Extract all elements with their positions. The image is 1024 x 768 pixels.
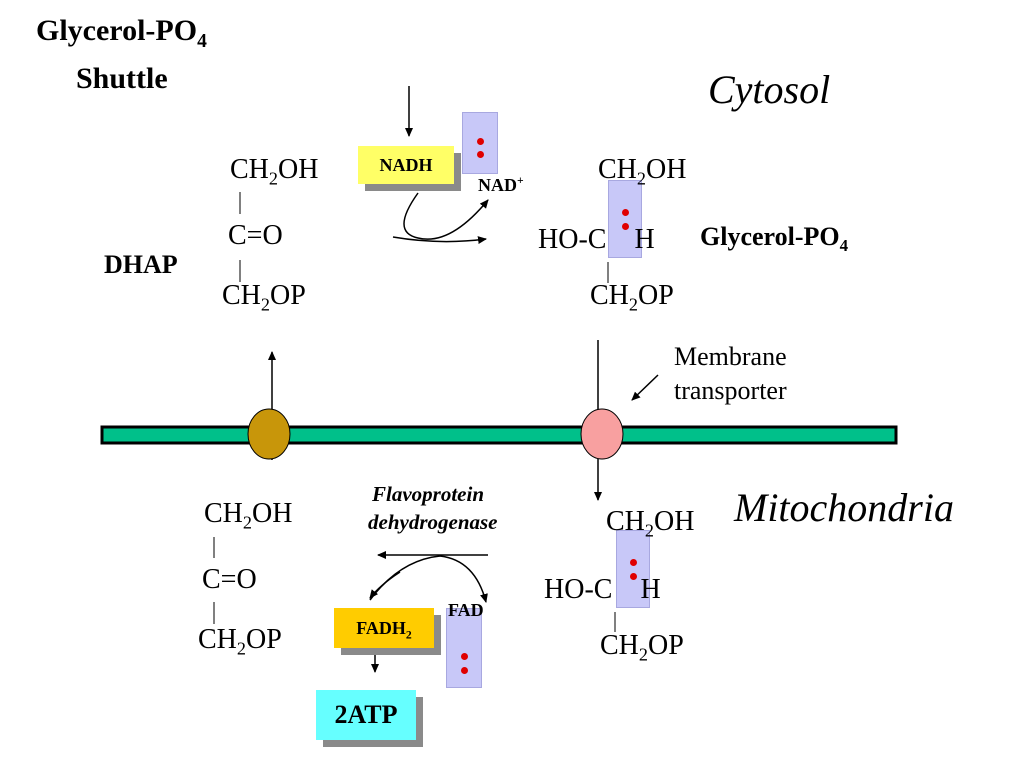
electron-dot <box>477 151 484 158</box>
transporter-left <box>247 408 291 460</box>
electron-pair-icon <box>446 608 482 688</box>
electron-pair-icon <box>462 112 498 174</box>
nadh-box: NADH <box>358 146 454 184</box>
fadh-fad-arrow <box>369 555 488 603</box>
mito-dhap-ch2op: CH2OP <box>198 624 282 659</box>
electron-dot <box>622 223 629 230</box>
enzyme-label: Flavoprotein dehydrogenase <box>368 482 498 534</box>
nad-label: NAD+ <box>478 174 524 195</box>
electron-pair-icon <box>608 180 642 258</box>
transporter-pointer-arrow <box>631 374 659 401</box>
transporter-right <box>580 408 624 460</box>
electron-dot <box>622 209 629 216</box>
membrane <box>100 425 898 445</box>
dhap-ch2oh: CH2OH <box>230 154 319 189</box>
dhap-label: DHAP <box>104 250 178 279</box>
title-subscript: 4 <box>197 31 207 52</box>
atp-box: 2ATP <box>316 690 416 740</box>
electron-dot <box>477 138 484 145</box>
electron-pair-icon <box>616 530 650 608</box>
dhap-to-glycerol-arrow <box>392 236 487 244</box>
dhap-carbonyl: C=O <box>228 220 283 251</box>
glycerol-ch2oh: CH2OH <box>598 154 687 189</box>
electron-dot <box>461 653 468 660</box>
nadh-to-nad-arrow <box>403 192 489 240</box>
mitochondria-label: Mitochondria <box>734 485 954 530</box>
electron-dot <box>461 667 468 674</box>
mito-dhap-ch2oh: CH2OH <box>204 498 293 533</box>
mito-dhap-carbonyl: C=O <box>202 564 257 595</box>
cytosol-label: Cytosol <box>708 67 831 112</box>
diagram-title-line2: Shuttle <box>76 62 168 95</box>
fad-label: FAD <box>448 600 484 620</box>
fadh2-box: FADH2 <box>334 608 434 648</box>
electron-dot <box>630 559 637 566</box>
mito-glycerol-ch2op: CH2OP <box>600 630 684 665</box>
diagram-title: Glycerol-PO4 <box>36 14 207 59</box>
glycerol-label: Glycerol-PO4 <box>700 222 849 256</box>
mito-glycerol-ch2oh: CH2OH <box>606 506 695 541</box>
membrane-transporter-label: Membrane transporter <box>674 342 787 405</box>
dhap-ch2op: CH2OP <box>222 280 306 315</box>
fadh-fad-arrow-left <box>369 571 401 599</box>
title-line1: Glycerol-PO <box>36 14 198 47</box>
glycerol-ch2op: CH2OP <box>590 280 674 315</box>
electron-dot <box>630 573 637 580</box>
